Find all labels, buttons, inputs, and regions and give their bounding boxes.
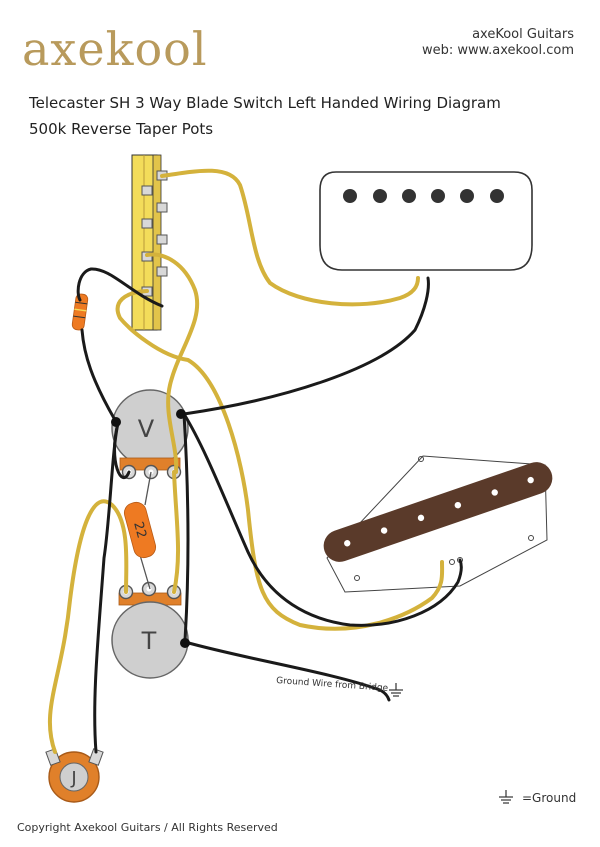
company-website: web: www.axekool.com (422, 43, 574, 58)
humbucker-pole-pieces (343, 189, 504, 203)
bridge-single-coil-pickup (323, 455, 553, 593)
treble-bleed-resistor (71, 293, 89, 331)
ground-legend-icon (499, 790, 513, 804)
ground-legend-label: =Ground (522, 791, 576, 805)
ground-legend: =Ground (499, 790, 576, 805)
three-way-blade-switch (131, 154, 168, 331)
hot-wires (47, 168, 445, 754)
ground-wire-label: Ground Wire from Bridge (276, 676, 389, 694)
axekool-logo: axekool (22, 22, 208, 76)
humbucker-pickup (319, 171, 533, 271)
copyright-notice: Copyright Axekool Guitars / All Rights R… (17, 821, 278, 834)
company-name: axeKool Guitars (472, 27, 574, 42)
jack-label: J (70, 768, 76, 789)
solder-joints (111, 409, 190, 648)
diagram-subtitle: 500k Reverse Taper Pots (29, 120, 214, 138)
diagram-title: Telecaster SH 3 Way Blade Switch Left Ha… (29, 94, 501, 112)
tone-pot-label: T (141, 627, 157, 655)
output-jack: J (45, 748, 104, 803)
tone-pot: T (111, 581, 189, 679)
volume-pot-label: V (138, 415, 155, 443)
ground-symbol-icon (389, 683, 403, 697)
tone-capacitor: 22 (123, 471, 157, 590)
capacitor-label: 22 (130, 520, 149, 540)
ground-wires (76, 267, 463, 754)
